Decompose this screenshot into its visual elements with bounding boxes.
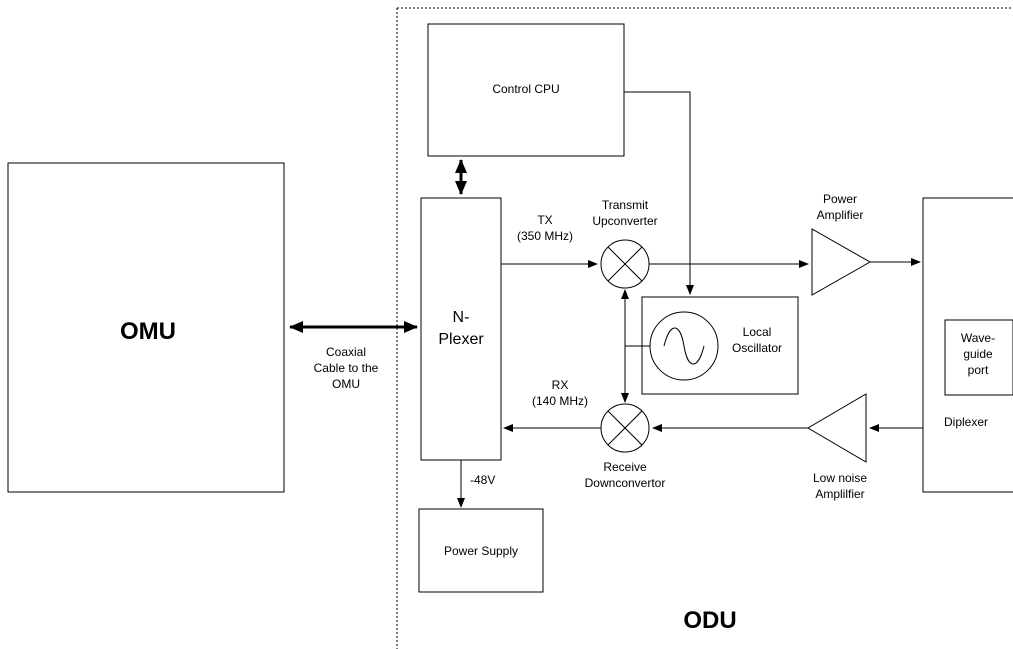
tx-label-line2: (350 MHz) bbox=[517, 229, 573, 243]
odu-label: ODU bbox=[683, 607, 736, 634]
omu-label: OMU bbox=[120, 318, 176, 345]
omu-block: OMU bbox=[7, 162, 285, 493]
nplexer-label-line1: N- bbox=[453, 309, 470, 326]
lna-label-line2: Amplilfier bbox=[815, 487, 864, 501]
waveguide-port-block: Wave- guide port bbox=[944, 319, 1013, 396]
receive-downconvertor-mixer bbox=[600, 403, 650, 453]
power-amplifier-label-line1: Power bbox=[823, 192, 857, 206]
transmit-upconverter-label-line1: Transmit bbox=[602, 198, 649, 212]
local-oscillator-label-line1: Local bbox=[743, 325, 772, 339]
voltage-label: -48V bbox=[470, 473, 495, 487]
rx-label-line1: RX bbox=[552, 378, 569, 392]
nplexer-label-line2: Plexer bbox=[438, 331, 484, 348]
diplexer-label: Diplexer bbox=[944, 415, 988, 429]
local-oscillator-block: Local Oscillator bbox=[641, 296, 799, 395]
waveguide-port-label-line1: Wave- bbox=[961, 331, 995, 345]
waveguide-port-label-line3: port bbox=[968, 363, 989, 377]
local-oscillator-label-line2: Oscillator bbox=[732, 341, 782, 355]
sine-wave-icon bbox=[663, 327, 705, 365]
receive-downconvertor-label-line1: Receive bbox=[603, 460, 647, 474]
power-amplifier-label-line2: Amplifier bbox=[817, 208, 864, 222]
low-noise-amplifier-triangle bbox=[807, 393, 867, 463]
lna-label-line1: Low noise bbox=[813, 471, 867, 485]
cpu-lo-control-link bbox=[624, 91, 694, 295]
power-supply-block: Power Supply bbox=[418, 508, 544, 593]
power-supply-label: Power Supply bbox=[444, 544, 518, 558]
coax-label-line3: OMU bbox=[332, 377, 360, 391]
receive-downconvertor-label-line2: Downconvertor bbox=[585, 476, 666, 490]
waveguide-port-label-line2: guide bbox=[963, 347, 993, 361]
coax-label-line1: Coaxial bbox=[326, 345, 366, 359]
transmit-upconverter-mixer bbox=[600, 239, 650, 289]
rx-label-line2: (140 MHz) bbox=[532, 394, 588, 408]
transmit-upconverter-label-line2: Upconverter bbox=[592, 214, 657, 228]
power-amplifier-triangle bbox=[811, 228, 872, 296]
nplexer-block: N- Plexer bbox=[420, 197, 502, 461]
control-cpu-label: Control CPU bbox=[492, 82, 559, 96]
coax-label-line2: Cable to the bbox=[314, 361, 379, 375]
control-cpu-block: Control CPU bbox=[427, 23, 625, 157]
tx-label-line1: TX bbox=[537, 213, 552, 227]
